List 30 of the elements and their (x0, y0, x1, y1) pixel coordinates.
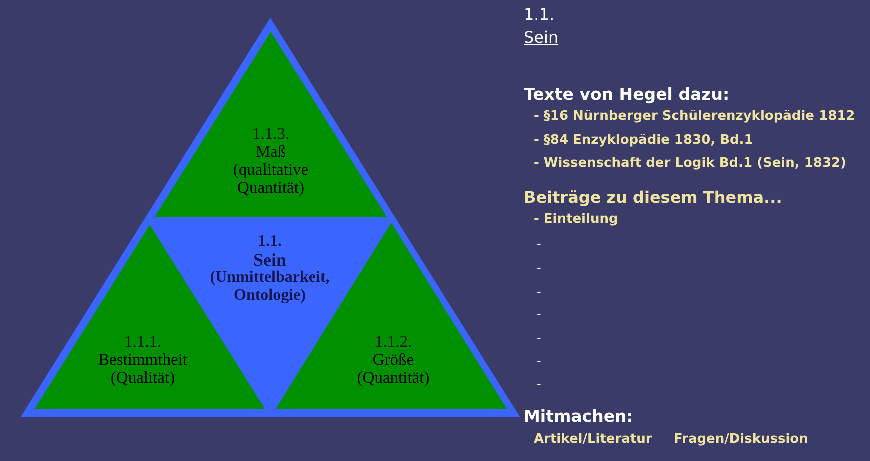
section-heading: Texte von Hegel dazu: (524, 86, 730, 104)
section-title: Bestimmtheit (98, 351, 188, 369)
section-subtitle: (Qualität) (110, 369, 176, 387)
list-dash: - (537, 353, 542, 369)
section-number: 1.1. (524, 6, 555, 24)
section-subtitle: (Unmittelbarkeit, Ontologie) (209, 269, 331, 305)
text-link: Artikel/Literatur (534, 432, 652, 448)
section-title: Maß (254, 143, 288, 161)
list-dash: - (537, 306, 542, 322)
text-link: - §16 Nürnberger Schülerenzyklopädie 1812 (534, 109, 856, 125)
list-dash: - (537, 260, 542, 276)
section-subtitle: (qualitative Quantität) (232, 161, 310, 197)
list-dash: - (537, 330, 542, 346)
section-number: 1.1.2. (374, 333, 414, 351)
text-link: Fragen/Diskussion (674, 432, 808, 448)
section-subtitle: (Quantität) (356, 369, 431, 387)
section-number: 1.1.1. (123, 333, 163, 351)
text-link: - Einteilung (534, 212, 618, 228)
section-heading: Beiträge zu diesem Thema... (524, 188, 782, 208)
list-dash: - (537, 284, 542, 300)
section-title: Sein (252, 251, 288, 269)
text-link: - Wissenschaft der Logik Bd.1 (Sein, 1832) (534, 156, 846, 172)
section-title: Größe (372, 351, 416, 369)
section-number: 1.1.3. (251, 125, 291, 143)
section-heading: Mitmachen: (524, 408, 634, 426)
section-number: 1.1. (257, 233, 283, 251)
list-dash: - (537, 236, 542, 252)
title-link: Sein (524, 29, 559, 47)
text-link: - §84 Enzyklopädie 1830, Bd.1 (534, 133, 754, 149)
list-dash: - (537, 376, 542, 392)
